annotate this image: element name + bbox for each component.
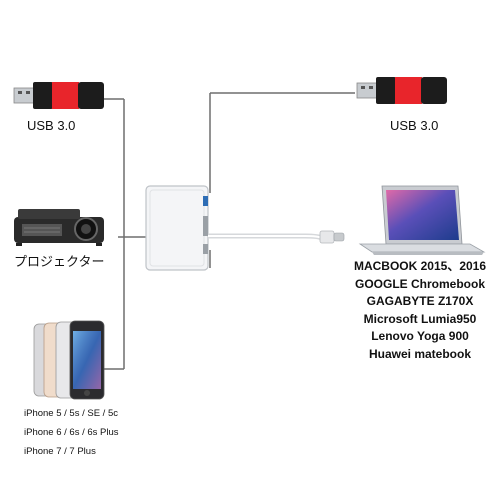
phone-model-line: iPhone 7 / 7 Plus	[24, 446, 96, 457]
usb-c-cable	[208, 230, 345, 244]
usb-c-hub-icon	[145, 185, 209, 271]
iphone-group-icon	[33, 320, 105, 400]
macbook-icon	[358, 185, 486, 255]
phone-models-list: iPhone 5 / 5s / SE / 5c iPhone 6 / 6s / …	[24, 404, 119, 461]
device-line: Huawei matebook	[368, 346, 472, 361]
device-line: Microsoft Lumia950	[363, 311, 477, 326]
phone-model-line: iPhone 5 / 5s / SE / 5c	[24, 408, 118, 419]
device-line: GAGABYTE Z170X	[366, 294, 474, 308]
device-line: GOOGLE Chromebook	[354, 276, 485, 291]
phone-model-line: iPhone 6 / 6s / 6s Plus	[24, 427, 119, 438]
right-bracket-lines	[209, 92, 355, 268]
compatible-devices-list: MACBOOK 2015、2016 GOOGLE Chromebook GAGA…	[340, 258, 500, 363]
usb-stick-icon	[13, 82, 104, 109]
projector-icon	[14, 209, 104, 246]
left-bracket-lines	[104, 98, 146, 370]
usb-3-label-left: USB 3.0	[27, 118, 76, 133]
usb-3-label-right: USB 3.0	[390, 118, 439, 133]
device-line: Lenovo Yoga 900	[371, 329, 469, 343]
projector-label: プロジェクター	[14, 254, 105, 269]
usb-stick-right-icon	[356, 77, 447, 104]
device-line: MACBOOK 2015、2016	[353, 259, 487, 273]
